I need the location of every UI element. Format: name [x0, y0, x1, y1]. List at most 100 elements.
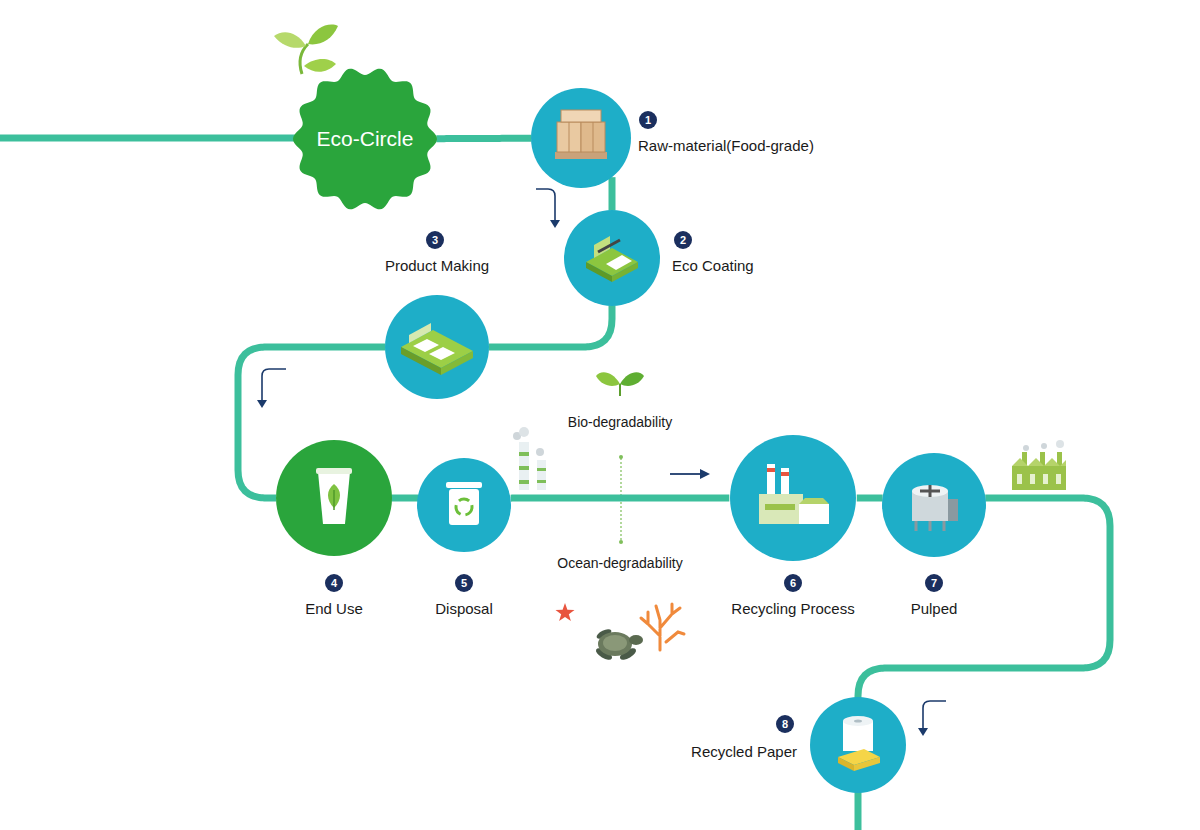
step-circle	[531, 88, 631, 188]
smokestacks	[513, 427, 546, 490]
property-label: Bio-degradability	[566, 414, 674, 430]
eco-badge: Eco-Circle	[293, 67, 437, 211]
icon-part	[304, 59, 336, 72]
icon-part	[767, 464, 775, 494]
track-start	[0, 135, 300, 142]
icon-part	[1012, 458, 1066, 466]
icon-part	[603, 635, 627, 651]
icon-part	[550, 220, 560, 228]
flow-track	[609, 177, 616, 211]
icon-part	[537, 460, 546, 490]
icon-part	[629, 635, 643, 645]
scalloped-badge	[293, 69, 437, 210]
factory-row	[1012, 440, 1066, 490]
icon-part	[569, 122, 570, 152]
icon-part	[1056, 440, 1064, 448]
flow-arrows	[257, 189, 946, 736]
track-end	[855, 790, 862, 830]
icon-part	[333, 490, 335, 510]
callout-number: 1	[639, 111, 657, 129]
step-label: Raw-material(Food-grade)	[638, 137, 814, 154]
step-icon	[912, 485, 958, 531]
icon-part	[1030, 474, 1035, 484]
icon-part	[1017, 474, 1022, 484]
icon-part	[606, 255, 632, 270]
step-label: Disposal	[435, 600, 493, 617]
badge-title: Eco-Circle	[317, 127, 414, 151]
step-label: Eco Coating	[672, 257, 754, 274]
icon-part	[920, 485, 940, 497]
starfish	[556, 603, 575, 621]
icon-part	[838, 757, 854, 771]
icon-part	[537, 480, 546, 483]
icon-part	[948, 499, 958, 521]
step-circle	[385, 295, 489, 399]
step-label: End Use	[305, 600, 363, 617]
icon-part	[537, 468, 546, 471]
icon-part	[598, 632, 632, 656]
node-shape	[730, 435, 856, 561]
icon-part	[843, 716, 873, 726]
icon-part	[781, 468, 789, 494]
step-label: Recycled Paper	[691, 743, 797, 760]
icon-part	[799, 498, 829, 504]
process-circle: 3Product Making	[385, 295, 489, 399]
icon-part	[409, 323, 431, 343]
flow-track	[489, 305, 612, 347]
node-shape	[564, 210, 660, 306]
icon-part	[318, 472, 350, 524]
node-shape	[385, 295, 489, 399]
icon-part	[561, 110, 601, 122]
step-circle	[730, 435, 856, 561]
icon-part	[1023, 445, 1029, 451]
step-icon	[586, 236, 638, 282]
icon-part	[519, 427, 529, 437]
callout-number: 7	[925, 574, 943, 592]
icon-part	[598, 240, 620, 252]
step-circle	[882, 453, 986, 557]
step-icon	[838, 716, 880, 771]
callout-number: 3	[426, 231, 444, 249]
icon-part	[555, 152, 607, 159]
node-shape	[276, 440, 392, 556]
icon-part	[854, 757, 880, 771]
process-circle: 8Recycled Paper	[810, 697, 906, 793]
icon-part	[536, 448, 544, 456]
icon-part	[519, 442, 529, 490]
icon-part	[519, 480, 529, 484]
icon-part	[759, 494, 803, 524]
icon-part	[916, 521, 944, 531]
icon-part	[593, 122, 594, 152]
icon-part	[536, 189, 555, 221]
flow-track	[391, 495, 418, 502]
icon-part	[1041, 443, 1047, 449]
process-circle: 7Pulped	[882, 453, 986, 557]
process-circle: 1Raw-material(Food-grade)	[531, 88, 631, 188]
process-circle: 2Eco Coating	[564, 210, 660, 306]
flow-track	[857, 495, 883, 502]
icon-part	[596, 372, 620, 386]
step-label: Pulped	[911, 600, 958, 617]
icon-part	[1012, 466, 1066, 490]
node-shape	[531, 88, 631, 188]
process-circle: 5Disposal	[417, 458, 511, 552]
coral	[641, 604, 684, 650]
icon-part	[429, 347, 455, 360]
property-label: Ocean-degradability	[555, 555, 684, 571]
icon-part	[918, 728, 928, 736]
icon-part	[765, 504, 795, 510]
icon-part	[619, 455, 623, 459]
flow-track	[511, 495, 730, 502]
icon-part	[799, 504, 829, 524]
icon-part	[257, 400, 267, 408]
icon-part	[619, 540, 623, 544]
sprout-leaves	[274, 25, 338, 74]
node-shape	[417, 458, 511, 552]
icon-part	[316, 468, 352, 474]
icon-part	[581, 122, 605, 152]
icon-part	[456, 499, 472, 515]
icon-part	[620, 372, 644, 386]
icon-part	[781, 472, 789, 476]
icon-part	[619, 384, 621, 396]
step-icon	[555, 110, 607, 159]
